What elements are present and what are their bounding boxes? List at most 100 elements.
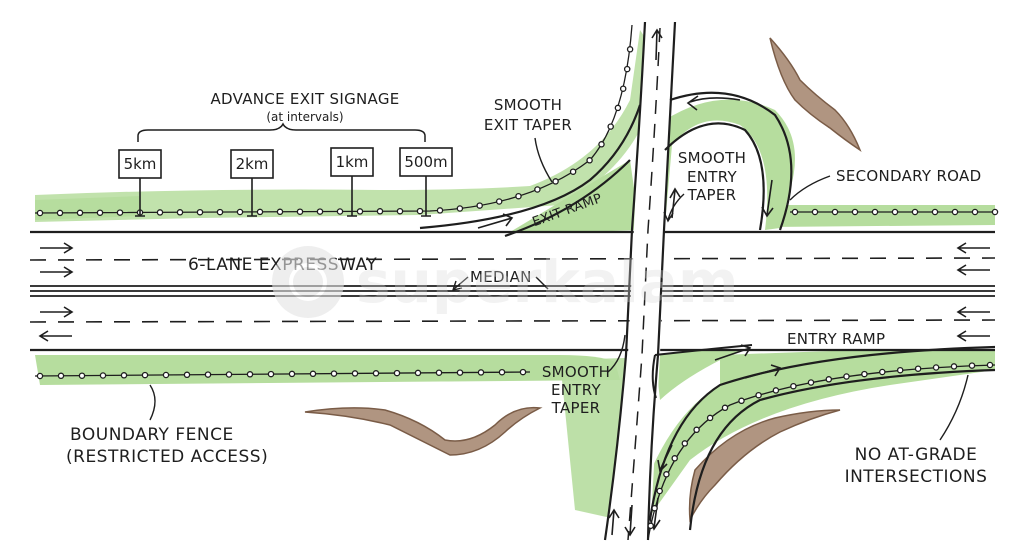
fence-post	[436, 207, 444, 214]
fence-post	[598, 141, 605, 148]
exit-ramp-outer-edge	[419, 104, 642, 230]
fence-post	[356, 208, 364, 215]
fence-post	[196, 208, 204, 216]
fence-post	[216, 208, 224, 216]
fence-post	[911, 208, 919, 216]
loop-inner-edge	[664, 122, 765, 231]
grass-bottom-left-strip	[35, 355, 620, 385]
loop-ramp	[664, 91, 793, 231]
fence-post	[246, 371, 254, 378]
sign-pole	[247, 178, 257, 217]
fence-post	[772, 387, 780, 394]
secondary-road-pointer	[789, 175, 831, 201]
smooth-entry-taper-top-label-3: TAPER	[687, 186, 737, 204]
arrow-left-3	[956, 306, 990, 318]
fence-post	[372, 370, 380, 377]
sign-label: 2km	[236, 155, 269, 173]
entry-taper-top-pointer	[663, 193, 685, 223]
fence-post	[204, 371, 212, 378]
fence-post	[931, 208, 939, 216]
entry-ramp-taper-left	[651, 354, 657, 399]
fence-post	[183, 371, 191, 379]
earth-patch-bottom-left	[304, 406, 543, 456]
grass-exit-triangle	[505, 160, 640, 235]
fence-post	[256, 208, 264, 216]
fence-post	[626, 46, 634, 53]
fence-post	[791, 208, 799, 216]
fence-post	[76, 209, 84, 217]
fence-post	[851, 208, 859, 216]
entry-ramp-label: ENTRY RAMP	[787, 330, 885, 348]
advance-signage-label: ADVANCE EXIT SIGNAGE	[210, 90, 399, 108]
fence-post	[296, 208, 304, 215]
fence-post	[607, 123, 614, 130]
fence-post	[861, 370, 868, 378]
sign-board	[399, 147, 453, 177]
fence-post	[623, 65, 631, 73]
grass-bottom-center	[560, 358, 625, 520]
fence-post	[706, 414, 714, 422]
sign-label: 5km	[124, 155, 157, 173]
smooth-exit-taper-label-1: SMOOTH	[494, 96, 562, 114]
grass-areas	[35, 30, 995, 530]
fence-post	[396, 207, 404, 215]
fence-post	[316, 208, 324, 215]
no-at-grade-label-2: INTERSECTIONS	[845, 467, 988, 487]
fence-post	[968, 362, 976, 369]
no-at-grade-label-1: NO AT-GRADE	[855, 445, 978, 465]
fence-post	[721, 404, 729, 412]
fence-post	[495, 198, 503, 205]
fence-post	[99, 372, 107, 379]
fence-post	[515, 192, 522, 200]
fence-post	[120, 372, 128, 379]
arrow-right-1	[40, 242, 74, 254]
fence-post	[56, 209, 64, 217]
sign-pole	[347, 176, 357, 217]
fence-post	[141, 371, 149, 379]
fence-post	[36, 372, 44, 380]
fence-post	[619, 85, 627, 92]
fence-post	[288, 370, 296, 378]
fence-post	[498, 368, 506, 376]
vertical-road-surface	[605, 25, 675, 540]
fence-post	[456, 205, 464, 212]
fence-post	[656, 487, 663, 495]
arrow-left-2	[956, 264, 990, 276]
sign-board	[118, 149, 162, 179]
grass-loop	[650, 99, 795, 230]
grass-bottom-right-strip	[630, 345, 995, 530]
exit-sign-1km: 1km	[330, 147, 374, 217]
fence-post	[569, 168, 577, 175]
grass-top-right-strip	[770, 205, 995, 227]
vertical-road-right-edge	[646, 21, 677, 541]
fence-post	[416, 207, 424, 215]
entry-ramp-arrow-1	[714, 344, 752, 361]
fence-post	[96, 209, 104, 216]
exit-ramp	[419, 104, 642, 238]
loop-arrow	[686, 95, 741, 111]
fence-post	[738, 397, 745, 405]
fence-post	[811, 208, 819, 216]
fence-post	[309, 370, 317, 378]
fence-post	[671, 455, 678, 462]
entry-ramp-inner-edge	[688, 368, 996, 531]
at-intervals-label: (at intervals)	[266, 110, 343, 124]
fence-post	[477, 369, 485, 376]
fence-post	[534, 186, 541, 193]
vertical-arrow-up-top	[651, 28, 663, 61]
fence-post	[986, 361, 994, 369]
fence-post	[843, 373, 850, 380]
entry-ramp	[648, 344, 996, 531]
sign-pole	[135, 178, 145, 217]
loop-arrow-down	[761, 179, 774, 218]
exit-sign-2km: 2km	[230, 149, 274, 217]
median-pointer-right	[535, 276, 549, 290]
vertical-road-left-edge	[603, 21, 647, 541]
fence-post	[162, 371, 170, 379]
smooth-entry-taper-bottom-label-2: ENTRY	[551, 381, 602, 399]
fence-post	[790, 382, 797, 390]
entry-ramp-arrow-2	[657, 444, 673, 473]
arrow-right-3	[40, 306, 74, 318]
entry-taper-bottom-pointer	[607, 334, 626, 373]
